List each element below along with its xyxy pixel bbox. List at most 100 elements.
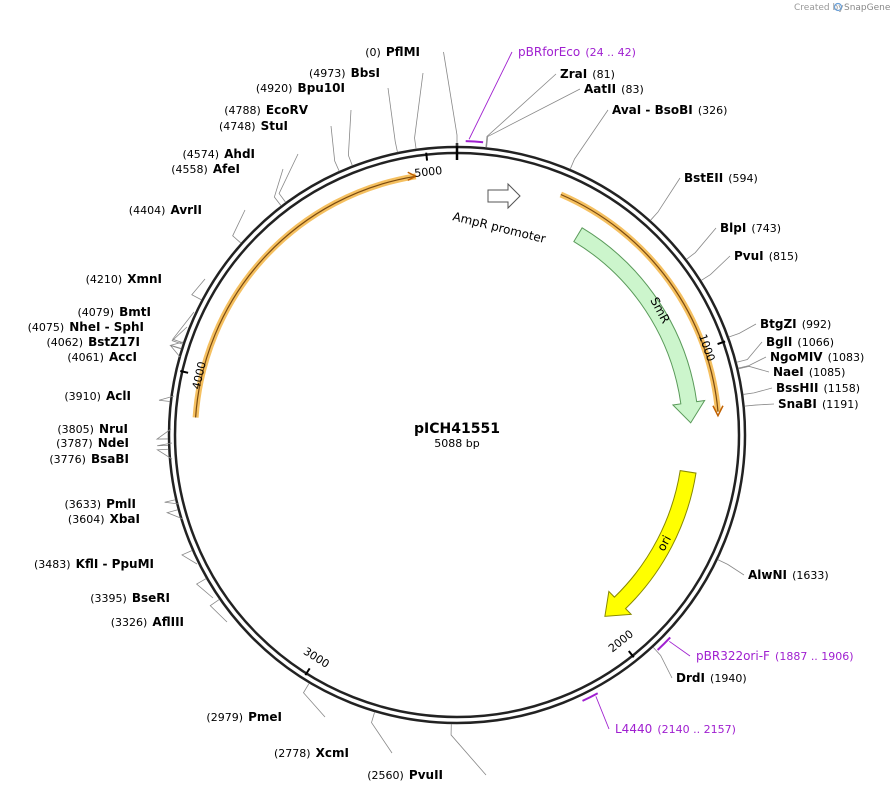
site-name: PmlI xyxy=(106,497,136,511)
site-position: (83) xyxy=(621,83,644,96)
site-position: (4574) xyxy=(182,148,219,161)
tick-label-1000: 1000 xyxy=(696,332,718,363)
site-connector-xcmi xyxy=(371,711,393,754)
site-position: (1085) xyxy=(809,366,846,379)
site-label-xbai: (3604) XbaI xyxy=(68,508,140,527)
site-pvui: PvuI (815) xyxy=(734,249,799,263)
site-pvuii: (2560) PvuII xyxy=(367,768,443,782)
site-name: BstEII xyxy=(684,171,723,185)
tick-mark-4000 xyxy=(180,370,189,374)
orange-arc-left xyxy=(192,173,417,418)
primer-layer: pBRforEco (24 .. 42) pBR322ori-F (1887 ..… xyxy=(465,41,854,736)
site-connector-pmli xyxy=(164,499,180,505)
site-name: XcmI xyxy=(316,746,349,760)
site-name: AhdI xyxy=(224,147,255,161)
site-connector-bsteii xyxy=(650,177,681,221)
site-line-layer xyxy=(155,51,775,776)
primer-pbr322ori-f: pBR322ori-F (1887 .. 1906) xyxy=(656,636,854,664)
site-position: (0) xyxy=(365,46,381,59)
site-bsteii: BstEII (594) xyxy=(684,167,758,186)
site-pflmi: (0) PflMI xyxy=(365,41,420,60)
site-label-snabi: SnaBI (1191) xyxy=(778,393,859,412)
site-name: SnaBI xyxy=(778,397,817,411)
site-name: XmnI xyxy=(127,272,162,286)
site-position: (4061) xyxy=(67,351,104,364)
orange-arc-layer xyxy=(192,171,724,418)
site-position: (594) xyxy=(728,172,758,185)
site-name: BseRI xyxy=(132,591,170,605)
site-position: (1191) xyxy=(822,398,859,411)
site-position: (4075) xyxy=(28,321,65,334)
site-label-xmni: (4210) XmnI xyxy=(86,268,162,287)
site-connector-stui xyxy=(330,125,340,172)
site-label-afliii: (3326) AflIII xyxy=(111,611,184,630)
site-bbsi: (4973) BbsI xyxy=(309,66,380,80)
site-name: StuI xyxy=(261,119,288,133)
site-label-kfli-ppumi: (3483) KflI - PpuMI xyxy=(34,553,154,572)
site-label-bmti: (4079) BmtI xyxy=(77,301,151,320)
feature-label-ori: ori xyxy=(654,533,674,553)
site-position: (1158) xyxy=(824,382,861,395)
site-position: (1633) xyxy=(792,569,829,582)
site-label-bgli: BglI (1066) xyxy=(766,331,834,350)
site-position: (815) xyxy=(769,250,799,263)
site-label-naei: NaeI (1085) xyxy=(773,361,845,380)
site-name: BtgZI xyxy=(760,317,797,331)
site-connector-nhei-sphi xyxy=(171,326,188,345)
site-connector-ahdi xyxy=(278,153,299,203)
site-name: AclI xyxy=(106,389,131,403)
site-label-drdi: DrdI (1940) xyxy=(676,667,747,686)
site-name: PvuI xyxy=(734,249,764,263)
site-label-zrai: ZraI (81) xyxy=(560,63,615,82)
site-connector-drdi xyxy=(652,646,673,679)
site-name: BsaBI xyxy=(91,452,129,466)
site-avai-bsobi: AvaI - BsoBI (326) xyxy=(612,103,728,117)
site-label-pmei: (2979) PmeI xyxy=(206,706,282,725)
site-ecorv: (4788) EcoRV xyxy=(224,103,308,117)
site-name: BglI xyxy=(766,335,792,349)
site-position: (4062) xyxy=(46,336,83,349)
site-name: PflMI xyxy=(386,45,420,59)
site-connector-bsshii xyxy=(743,387,773,395)
site-label-ndei: (3787) NdeI xyxy=(56,432,129,451)
site-label-alwni: AlwNI (1633) xyxy=(748,564,829,583)
site-position: (2778) xyxy=(274,747,311,760)
site-bseri: (3395) BseRI xyxy=(90,591,170,605)
site-name: NdeI xyxy=(98,436,129,450)
credit-prefix: Created by xyxy=(794,3,844,13)
site-connector-bgli xyxy=(736,341,763,363)
site-connector-btgzi xyxy=(728,323,757,338)
site-label-acli: (3910) AclI xyxy=(64,385,131,404)
site-connector-snabi xyxy=(744,403,775,407)
site-position: (4788) xyxy=(224,104,261,117)
site-label-pflmi: (0) PflMI xyxy=(365,41,420,60)
site-name: BbsI xyxy=(351,66,380,80)
site-afliii: (3326) AflIII xyxy=(111,611,184,630)
tick-label-4000: 4000 xyxy=(190,360,209,390)
site-connector-bmti xyxy=(172,311,195,344)
site-ndei: (3787) NdeI xyxy=(56,432,129,451)
primer-connector xyxy=(668,640,691,657)
site-connector-bbsi xyxy=(414,72,424,149)
site-name: PmeI xyxy=(248,710,282,724)
site-label-bsteii: BstEII (594) xyxy=(684,167,758,186)
site-label-stui: (4748) StuI xyxy=(219,115,288,134)
primer-label: pBRforEco (24 .. 42) xyxy=(518,41,636,60)
site-connector-aatii xyxy=(486,88,581,148)
site-position: (3633) xyxy=(64,498,101,511)
primer-label: pBR322ori-F (1887 .. 1906) xyxy=(696,645,854,664)
site-position: (3910) xyxy=(64,390,101,403)
site-pmei: (2979) PmeI xyxy=(206,706,282,725)
feature-ampr-promoter: AmpR promoter xyxy=(451,182,547,246)
site-position: (743) xyxy=(751,222,781,235)
site-position: (3395) xyxy=(90,592,127,605)
site-connector-avrii xyxy=(232,209,246,244)
site-position: (326) xyxy=(698,104,728,117)
site-position: (2560) xyxy=(367,769,404,782)
site-name: BlpI xyxy=(720,221,746,235)
site-connector-pvuii xyxy=(450,723,487,776)
site-name: XbaI xyxy=(110,512,140,526)
site-connector-afei xyxy=(273,168,284,206)
